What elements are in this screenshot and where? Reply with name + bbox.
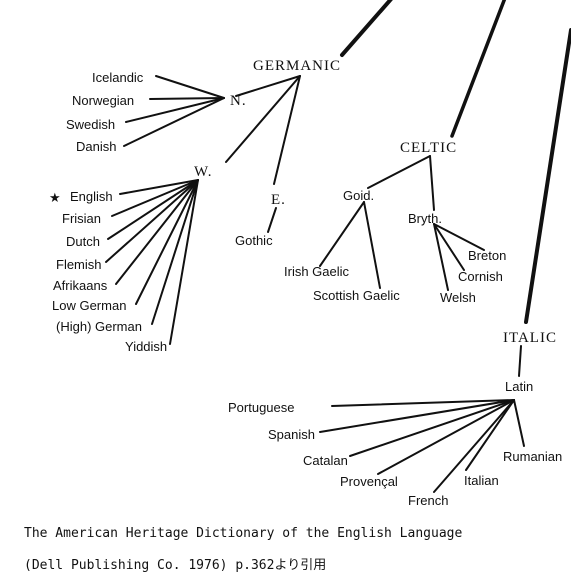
line-spanish [319,399,515,433]
language-french: French [408,493,448,508]
line-breton [433,223,485,251]
east-germanic-label: E. [271,192,286,208]
line-irish-gaelic [319,201,365,267]
celtic-brythonic-line [429,155,435,211]
language-icelandic: Icelandic [92,70,144,85]
line-provencal [377,399,515,475]
language-catalan: Catalan [303,453,348,468]
language-dutch: Dutch [66,234,100,249]
north-germanic-label: N. [230,93,247,109]
language-breton: Breton [468,248,506,263]
line-french [433,399,515,493]
language-flemish: Flemish [56,257,102,272]
line-english [119,179,199,195]
language-swedish: Swedish [66,117,115,132]
germanic-trunk-line [340,0,393,57]
line-yiddish [169,179,199,345]
english-star-icon: ★ [49,190,61,205]
language-norwegian: Norwegian [72,93,134,108]
west-germanic-label: W. [194,164,213,180]
language-scottish-gaelic: Scottish Gaelic [313,288,400,303]
language-spanish: Spanish [268,427,315,442]
language-danish: Danish [76,139,116,154]
language-low-german: Low German [52,298,126,313]
language-italian: Italian [464,473,499,488]
language-welsh: Welsh [440,290,476,305]
celtic-label: CELTIC [400,140,457,156]
line-swedish [125,97,225,123]
language-irish-gaelic: Irish Gaelic [284,264,350,279]
germanic-east-line [273,75,301,185]
celtic-goidelic-line [367,155,431,189]
language-gothic: Gothic [235,233,273,248]
goidelic-label: Goid. [343,188,374,203]
line-norwegian [149,97,225,100]
line-danish [123,97,225,147]
line-scottish-gaelic [363,201,381,289]
italic-latin-line [518,345,522,377]
line-welsh [433,223,449,291]
latin-label: Latin [505,379,533,394]
line-afrikaans [115,179,199,285]
line-gothic [267,207,277,233]
germanic-label: GERMANIC [253,58,341,74]
line-catalan [349,399,515,457]
line-cornish [433,223,465,271]
brythonic-label: Bryth. [408,211,442,226]
line-dutch [107,179,199,240]
line-portuguese [331,399,515,407]
language-yiddish: Yiddish [125,339,167,354]
line-high-german [151,179,199,325]
language-family-tree: GERMANIC N. W. E. Icelandic Norwegian Sw… [49,0,571,508]
line-frisian [111,179,199,217]
line-icelandic [155,75,225,99]
language-english: English [70,189,113,204]
germanic-north-line [235,75,301,97]
language-cornish: Cornish [458,269,503,284]
line-rumanian [513,399,525,447]
source-citation-line-2: (Dell Publishing Co. 1976) p.362より引用 [24,558,327,573]
language-high-german: (High) German [56,319,142,334]
tree-branches [105,0,571,493]
language-afrikaans: Afrikaans [53,278,108,293]
celtic-trunk-line [450,0,507,138]
italic-trunk-line [524,28,571,324]
language-provencal: Provençal [340,474,398,489]
italic-label: ITALIC [503,330,557,346]
language-rumanian: Rumanian [503,449,562,464]
language-frisian: Frisian [62,211,101,226]
line-italian [465,399,515,471]
line-flemish [105,179,199,263]
source-citation-line-1: The American Heritage Dictionary of the … [24,526,463,541]
germanic-west-line [225,75,301,163]
language-portuguese: Portuguese [228,400,295,415]
line-low-german [135,179,199,305]
